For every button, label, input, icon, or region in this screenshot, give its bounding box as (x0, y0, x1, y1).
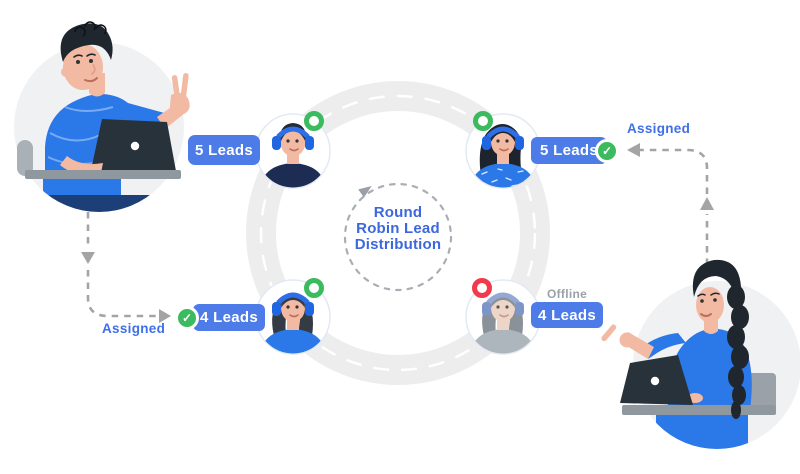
leads-badge-bottom-left: 4 Leads (193, 304, 265, 331)
ring-road-dashes (259, 94, 537, 372)
assigned-label-right: Assigned (627, 121, 691, 136)
rotation-cycle-icon (343, 182, 453, 292)
diagram-title-line2: Robin Lead (356, 220, 440, 237)
arrow-left-icon (627, 143, 640, 157)
leads-badge-top-right: 5 Leads (531, 137, 607, 164)
right-assignment-arrow (638, 148, 709, 265)
assigned-check-icon: ✓ (175, 306, 199, 330)
man-with-laptop-illustration (14, 21, 190, 212)
diagram-title-line3: Distribution (354, 236, 442, 253)
offline-label: Offline (547, 287, 588, 301)
braid (727, 285, 749, 419)
headset-icon (482, 126, 524, 150)
agent-avatar-top-left (255, 113, 331, 189)
left-assignment-arrow (86, 212, 156, 318)
online-status-dot (473, 111, 493, 131)
agent-avatar-bottom-left (255, 279, 331, 355)
arrow-up-icon (700, 197, 714, 210)
online-status-dot (304, 111, 324, 131)
arrow-right-icon (159, 309, 171, 323)
laptop-icon (91, 119, 176, 171)
arrow-down-icon (81, 252, 95, 264)
diagram-title-line1: Round (373, 204, 423, 221)
agent-avatar-bottom-right-offline (465, 279, 541, 355)
diagram-title: Round Robin Lead Distribution (333, 205, 463, 253)
leads-badge-top-left: 5 Leads (188, 135, 260, 165)
headset-icon (272, 292, 314, 316)
assigned-label-left: Assigned (102, 321, 166, 336)
leads-badge-bottom-right: 4 Leads (531, 302, 603, 328)
online-status-dot (304, 278, 324, 298)
offline-status-dot (472, 278, 492, 298)
headset-icon (272, 126, 314, 150)
laptop-icon (620, 355, 693, 405)
assigned-check-icon: ✓ (595, 139, 619, 163)
agent-avatar-top-right (465, 113, 541, 189)
headset-icon (482, 292, 524, 316)
woman-with-laptop-illustration (601, 259, 800, 449)
